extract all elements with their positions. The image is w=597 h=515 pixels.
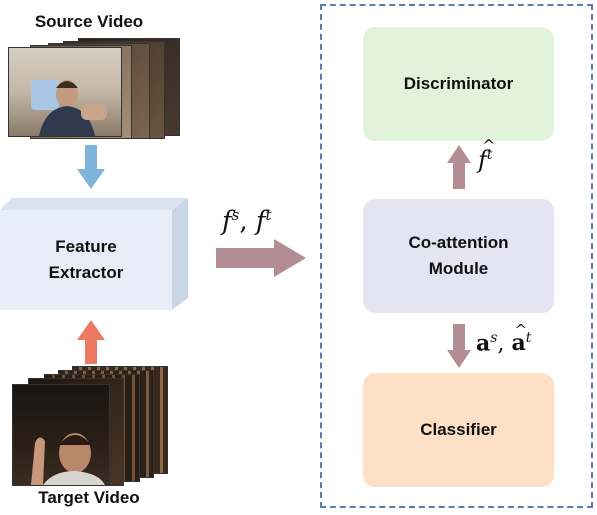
features-f2-symbol: f <box>255 206 266 237</box>
target-arrow-up <box>77 320 105 364</box>
target-video-label: Target Video <box>38 488 140 507</box>
attention-s-superscript: s <box>490 330 498 346</box>
attention-label: as, ^ a t <box>476 321 532 357</box>
coattention-line1: Co-attention <box>408 233 509 252</box>
attention-a-symbol: a <box>476 330 491 357</box>
attention-separator: , <box>497 331 512 357</box>
fhat-f-symbol: f <box>478 146 487 174</box>
fhat-label: ^ f t <box>478 136 495 174</box>
discriminator-label: Discriminator <box>403 74 514 93</box>
features-separator: , <box>239 206 256 237</box>
discriminator-box: Discriminator <box>363 27 554 141</box>
target-video-frames <box>12 366 172 486</box>
coattention-line2: Module <box>428 259 489 278</box>
model-head-container <box>320 4 593 508</box>
classifier-label: Classifier <box>420 420 497 439</box>
features-f-symbol: f <box>222 206 232 237</box>
source-video-frames <box>8 38 180 139</box>
features-arrow-right <box>216 239 306 277</box>
feature-extractor-box-shape <box>0 198 188 310</box>
feature-extractor-line2: Extractor <box>48 263 124 282</box>
features-t-superscript: t <box>265 206 272 224</box>
features-s-superscript: s <box>231 206 240 224</box>
classifier-box: Classifier <box>363 373 554 487</box>
source-frame-front <box>8 47 122 137</box>
coattention-to-discriminator-arrow <box>447 145 471 189</box>
attention-a2-symbol: a <box>511 330 526 357</box>
features-label: fs, ft <box>222 206 272 237</box>
coattention-to-classifier-arrow <box>447 324 471 368</box>
attention-hat-glyph: ^ <box>514 321 528 340</box>
feature-extractor-line1: Feature <box>55 237 117 256</box>
target-frame-person <box>31 433 105 485</box>
attention-t-superscript: t <box>525 330 532 346</box>
feature-extractor: Feature Extractor <box>0 198 188 310</box>
source-video-label: Source Video <box>34 12 144 31</box>
target-frame-front <box>12 384 110 486</box>
coattention-box: Co-attention Module <box>363 199 554 313</box>
fhat-hat-glyph: ^ <box>482 136 496 155</box>
source-arrow-down <box>77 145 105 189</box>
fhat-t-superscript: t <box>486 147 493 163</box>
source-frame-person <box>31 80 107 136</box>
